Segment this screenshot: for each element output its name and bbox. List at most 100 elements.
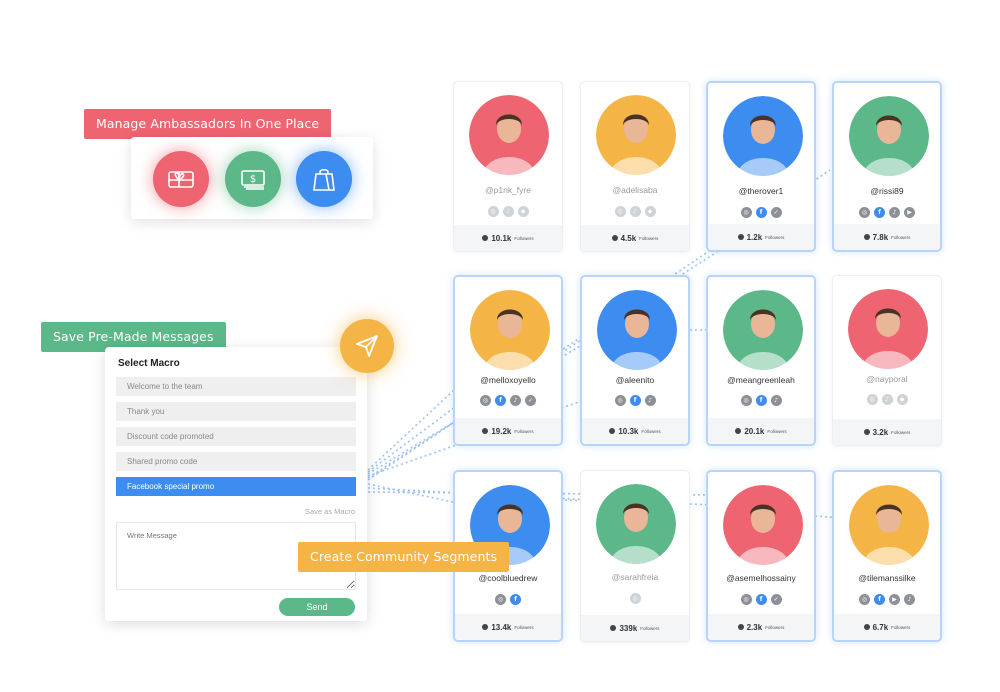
followers-label: Followers [514,428,534,434]
social-icons: ◎ f ▶ ♪ [834,594,940,605]
tiktok-icon[interactable]: ♪ [881,394,893,405]
facebook-icon[interactable]: f [755,207,767,218]
instagram-icon[interactable]: ◎ [480,395,491,406]
macro-item[interactable]: Shared promo code [116,452,356,471]
followers-label: Followers [639,235,659,241]
facebook-icon[interactable]: f [510,594,521,605]
save-as-macro-link[interactable]: Save as Macro [304,507,355,516]
facebook-icon[interactable]: f [874,207,885,218]
macro-item[interactable]: Welcome to the team [116,377,356,396]
social-icons: ◎ [581,593,689,604]
instagram-icon[interactable]: ◎ [740,395,752,406]
macro-title: Select Macro [118,358,180,369]
gift-card-icon[interactable] [153,151,209,207]
avatar [723,290,803,370]
instagram-icon[interactable]: ◎ [495,594,506,605]
user-icon [737,234,744,240]
shopping-bag-icon[interactable] [296,151,352,207]
twitter-icon[interactable]: ✓ [770,594,782,605]
followers-count: 10.3k [618,426,639,436]
social-icons: ◎f♪ [582,395,688,406]
facebook-icon[interactable]: f [755,395,767,406]
instagram-icon[interactable]: ◎ [487,206,499,217]
user-icon [863,624,870,630]
user-icon [611,235,618,241]
youtube-icon[interactable]: ▶ [904,207,915,218]
followers-count: 1.2k [746,232,763,242]
followers-count: 20.1k [744,426,765,436]
followers-label: Followers [641,428,661,434]
instagram-icon[interactable]: ◎ [866,394,878,405]
snapchat-icon[interactable]: ◆ [644,206,656,217]
macro-item[interactable]: Facebook special promo [116,477,356,496]
followers-count: 339k [619,623,638,633]
avatar [849,485,929,565]
twitter-icon[interactable]: ✓ [525,395,536,406]
instagram-icon[interactable]: ◎ [614,206,626,217]
macro-item[interactable]: Thank you [116,402,356,421]
social-icons: ◎♪◆ [581,206,689,217]
instagram-icon[interactable]: ◎ [629,593,641,604]
user-icon [737,624,744,630]
twitter-icon[interactable]: ✓ [770,207,782,218]
snapchat-icon[interactable]: ◆ [896,394,908,405]
profile-handle: @tilemanssilke [858,573,916,583]
followers-count: 2.3k [746,622,763,632]
facebook-icon[interactable]: f [755,594,767,605]
profile-handle: @coolbluedrew [478,573,538,583]
facebook-icon[interactable]: f [874,594,885,605]
macro-item[interactable]: Discount code promoted [116,427,356,446]
send-button[interactable]: Send [279,598,355,616]
instagram-icon[interactable]: ◎ [740,207,752,218]
followers-label: Followers [891,624,911,630]
followers-count: 6.7k [872,622,889,632]
tiktok-icon[interactable]: ♪ [904,594,915,605]
instagram-icon[interactable]: ◎ [859,207,870,218]
tiktok-icon[interactable]: ♪ [510,395,521,406]
user-icon [482,428,489,434]
avatar [597,290,677,370]
profile-handle: @aleenito [615,375,655,385]
profile-handle: @nayporal [866,374,908,384]
snapchat-icon[interactable]: ◆ [517,206,529,217]
profile-handle: @p1nk_fyre [485,185,531,195]
profile-handle: @sarahfreia [611,572,659,582]
profile-handle: @meangreenleah [727,375,795,385]
facebook-icon[interactable]: f [495,395,506,406]
instagram-icon[interactable]: ◎ [614,395,626,406]
instagram-icon[interactable]: ◎ [859,594,870,605]
user-icon [482,624,489,630]
tiktok-icon[interactable]: ♪ [629,206,641,217]
tiktok-icon[interactable]: ♪ [644,395,656,406]
user-icon [863,429,870,435]
cash-icon[interactable]: $ [225,151,281,207]
tiktok-icon[interactable]: ♪ [889,207,900,218]
user-icon [609,428,616,434]
followers-label: Followers [514,624,534,630]
tiktok-icon[interactable]: ♪ [502,206,514,217]
youtube-icon[interactable]: ▶ [889,594,900,605]
avatar [723,96,803,176]
facebook-icon[interactable]: f [629,395,641,406]
avatar [596,484,676,564]
tiktok-icon[interactable]: ♪ [770,395,782,406]
instagram-icon[interactable]: ◎ [740,594,752,605]
